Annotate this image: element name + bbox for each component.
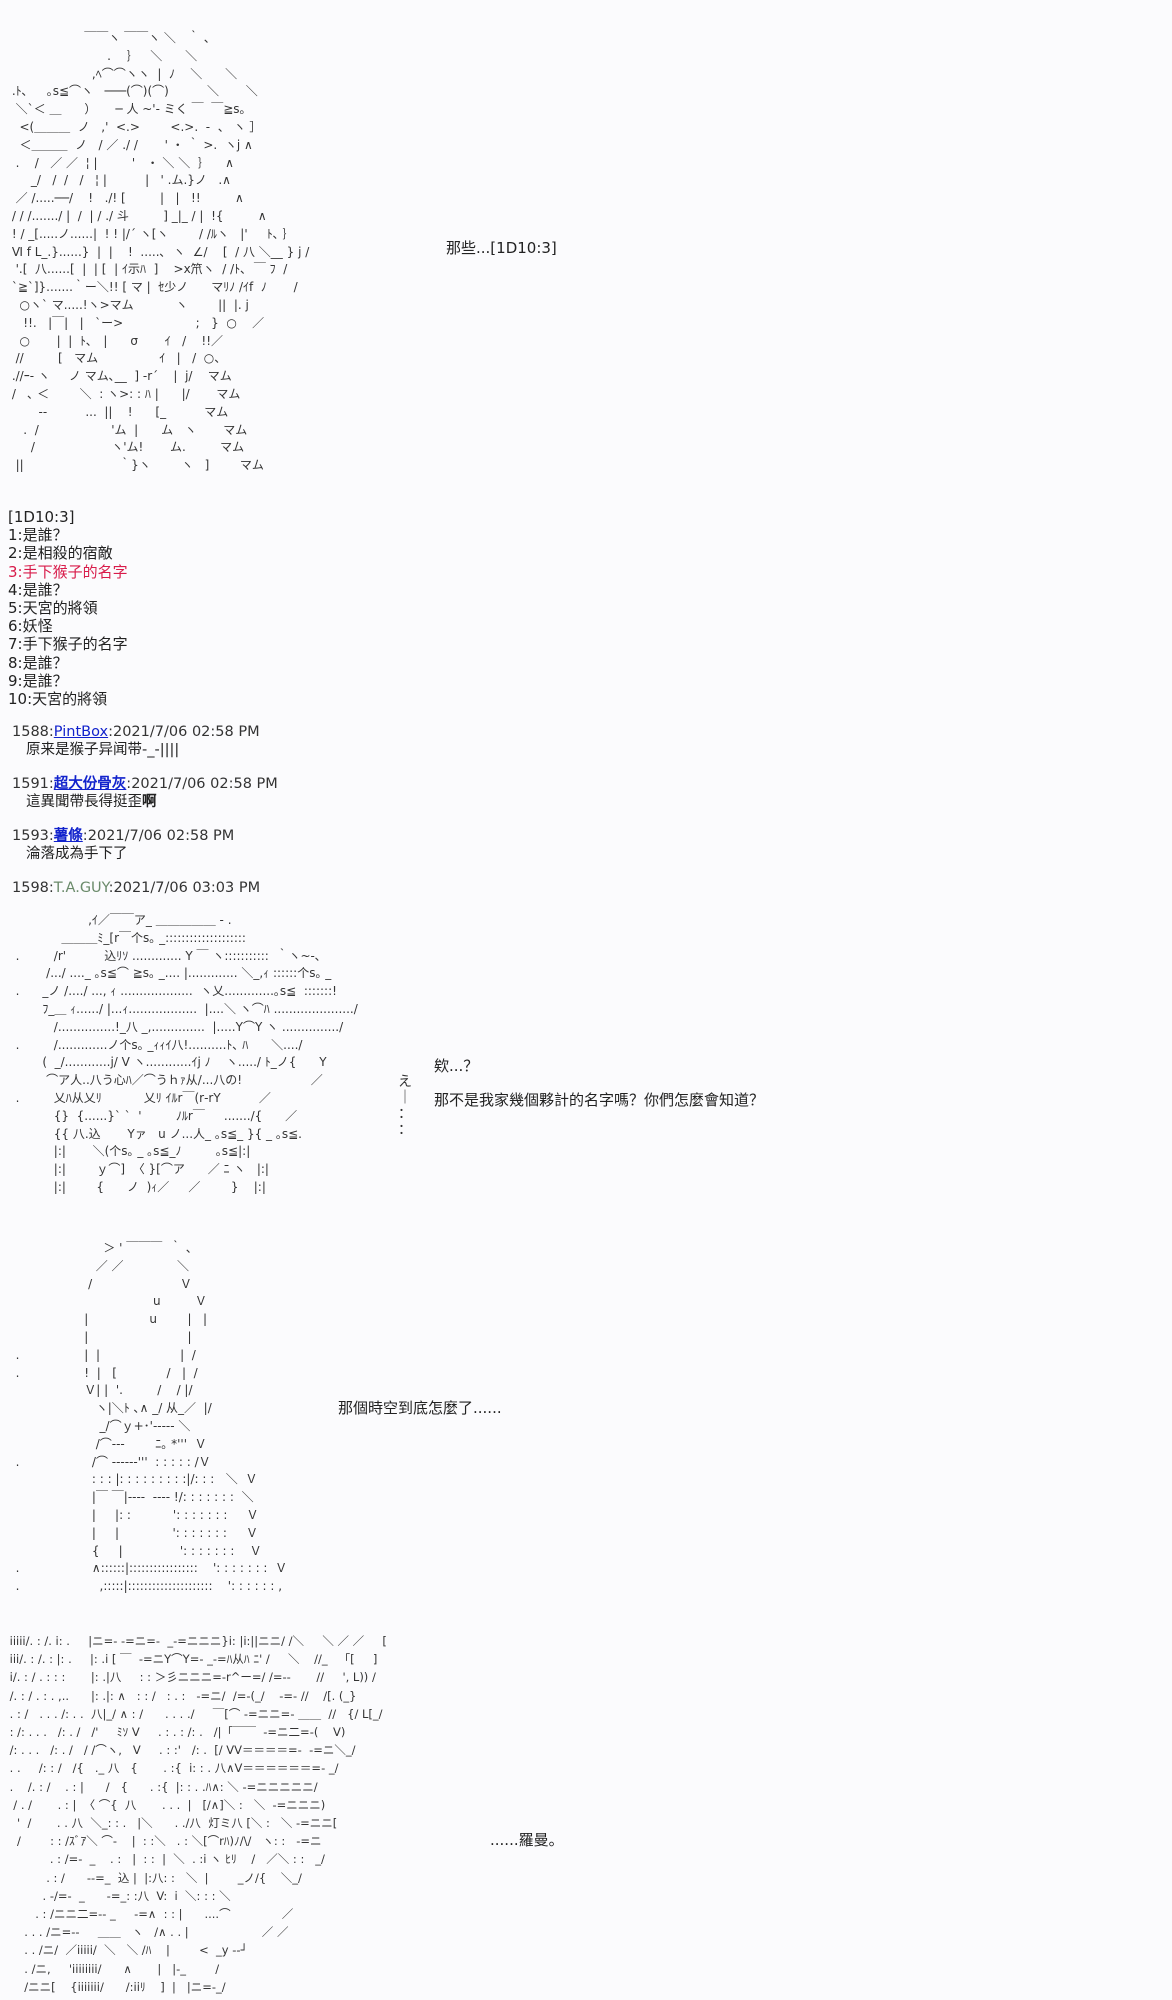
ascii-art-scene-3: ＞ ' ￣￣￣ ｀ 、 ／ ／ ＼ / Ｖ u Ｖ | u |: [15, 1241, 288, 1594]
post-body: 淪落成為手下了: [26, 845, 128, 862]
scene-2-line-2: 那不是我家幾個夥計的名字嗎？你們怎麼會知道？: [434, 1091, 765, 1109]
post-timestamp: 2021/7/06 02:58 PM: [87, 828, 235, 844]
post-author-link[interactable]: PintBox: [53, 724, 109, 740]
ascii-art-scene-4: iiiii/. : /. i: . |ニ=- -=ニ=- _-=ニニニ}i: |…: [9, 1634, 387, 1994]
post-header: 1588:PintBox:2021/7/06 02:58 PM: [12, 724, 260, 740]
post-header: 1591:超大份骨灰:2021/7/06 02:58 PM: [12, 776, 278, 792]
dice-roll-list: [1D10:3] 1:是誰？ 2:是相殺的宿敵 3:手下猴子的名字 4:是誰？ …: [8, 508, 128, 708]
dice-option-6: 6:妖怪: [8, 617, 53, 636]
ascii-art-scene-2: ,ｲ／￣￣ア_ ＿＿＿＿＿ - . ＿＿＿ﾐ_[r￣个s｡ _:::::::::…: [15, 913, 358, 1194]
post-author-link[interactable]: 超大份骨灰: [53, 776, 127, 792]
dice-option-4: 4:是誰？: [8, 580, 68, 599]
scene-2-line-1: 欸...？: [434, 1057, 479, 1075]
dice-option-2: 2:是相殺的宿敵: [8, 544, 113, 563]
scene-2-side-text: え ｜ ： ：: [398, 1074, 412, 1138]
scene-3-caption: 那個時空到底怎麼了......: [338, 1399, 502, 1417]
post-timestamp: 2021/7/06 02:58 PM: [112, 724, 260, 740]
post-header: 1598:T.A.GUY:2021/7/06 03:03 PM: [12, 880, 261, 896]
post-1588: 1588:PintBox:2021/7/06 02:58 PM 原来是猴子异闻带…: [12, 724, 260, 759]
post-1593: 1593:薯條:2021/7/06 02:58 PM 淪落成為手下了: [12, 828, 234, 863]
post-1591: 1591:超大份骨灰:2021/7/06 02:58 PM 這異聞帶長得挺歪啊: [12, 776, 278, 811]
post-number: 1591: [12, 776, 49, 792]
dice-roll-header: [1D10:3]: [8, 508, 75, 526]
post-1598: 1598:T.A.GUY:2021/7/06 03:03 PM: [12, 880, 260, 898]
post-author: T.A.GUY: [53, 880, 109, 896]
post-timestamp: 2021/7/06 03:03 PM: [113, 880, 261, 896]
post-timestamp: 2021/7/06 02:58 PM: [131, 776, 278, 792]
ascii-art-scene-1: ￣￣ヽ ￣￣ヽ ＼ ｀ 、 . ｝ ＼ ＼ ,ﾍ⌒⌒ヽヽ | ﾉ ＼ ＼ .ﾄ､…: [11, 31, 310, 473]
dice-option-3-selected: 3:手下猴子的名字: [8, 562, 128, 581]
scene-4-caption: ......羅曼。: [490, 1831, 564, 1849]
post-body: 這異聞帶長得挺歪啊: [26, 793, 157, 810]
dice-option-7: 7:手下猴子的名字: [8, 635, 128, 654]
post-number: 1588: [12, 724, 49, 740]
post-number: 1593: [12, 828, 49, 844]
dice-option-8: 8:是誰？: [8, 653, 68, 672]
post-author-link[interactable]: 薯條: [53, 828, 83, 844]
post-body: 原来是猴子异闻带-_-||||: [26, 741, 180, 758]
scene-1-caption: 那些...[1D10:3]: [446, 239, 557, 257]
dice-option-9: 9:是誰？: [8, 671, 68, 690]
dice-option-10: 10:天宮的將領: [8, 690, 108, 709]
dice-option-1: 1:是誰？: [8, 526, 68, 545]
post-header: 1593:薯條:2021/7/06 02:58 PM: [12, 828, 235, 844]
post-number: 1598: [12, 880, 49, 896]
dice-option-5: 5:天宮的將領: [8, 599, 98, 618]
